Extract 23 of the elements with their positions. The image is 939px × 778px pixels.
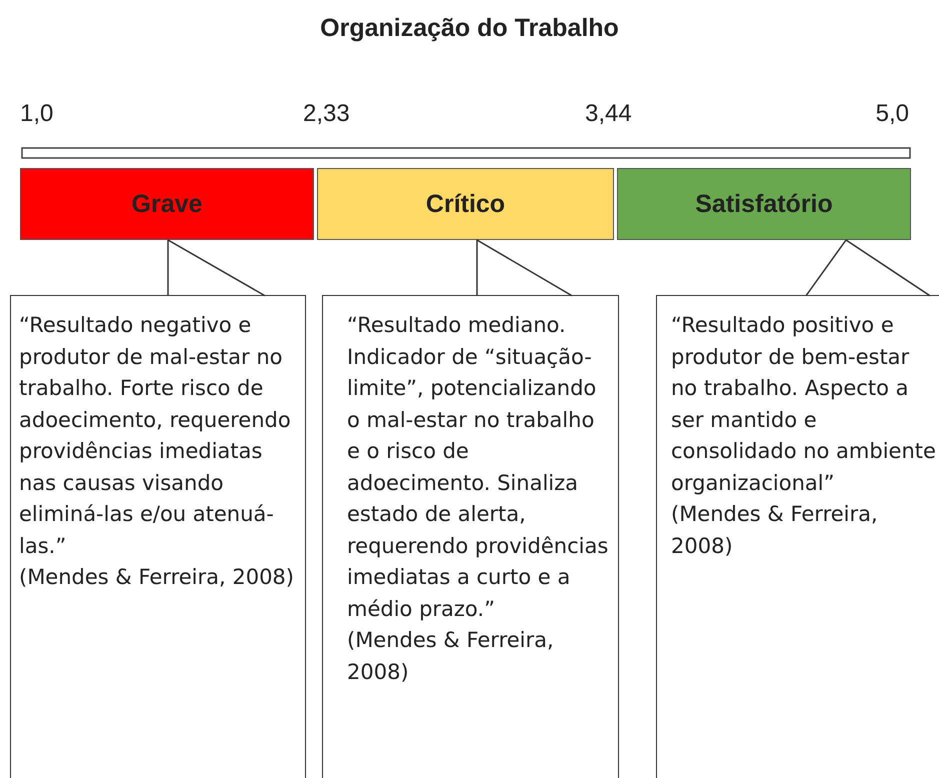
title: Organização do Trabalho [319, 14, 620, 43]
callout-tail [476, 239, 573, 296]
callout-tail [805, 239, 931, 296]
level-label: Satisfatório [695, 190, 833, 218]
scale-value: 1,0 [20, 100, 54, 128]
scale-value: 2,33 [303, 100, 350, 128]
citation-text: (Mendes & Ferreira, 2008) [347, 627, 555, 686]
scale-value: 3,44 [585, 100, 632, 128]
level-band [617, 168, 911, 240]
level-band [20, 168, 314, 240]
level-label: Crítico [426, 190, 506, 218]
citation-text: (Mendes & Ferreira, 2008) [671, 501, 879, 560]
level-label: Grave [132, 190, 202, 218]
level-band [317, 168, 614, 240]
callout-box [656, 295, 939, 778]
callout-box [322, 295, 619, 778]
quote-text: “Resultado negativo e produtor de mal-estar no trabalho. Forte risco de adoecimento, requerendo providências imediatas nas causas visando eliminá-las e/ou atenuá-las.” [19, 312, 292, 560]
callout-box [10, 295, 306, 778]
scale-value: 5,0 [876, 100, 909, 128]
quote-text: “Resultado mediano. Indicador de “situação-limite”, potencializando o mal-estar no trabalho e o risco de adoecimento. Sinaliza estado de alerta, requerendo providências imediatas a curto e a médio prazo.” [347, 312, 610, 622]
callout-tail [167, 239, 266, 296]
citation-text: (Mendes & Ferreira, 2008) [19, 564, 295, 591]
quote-text: “Resultado positivo e produtor de bem-estar no trabalho. Aspecto a ser mantido e consolidado no ambiente organizacional” [671, 312, 937, 496]
